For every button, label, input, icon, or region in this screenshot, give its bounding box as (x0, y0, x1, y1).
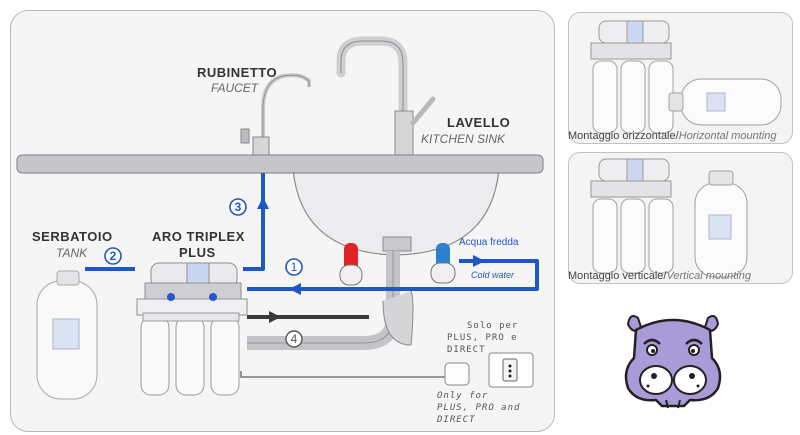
faucet-label: RUBINETTO (197, 65, 278, 80)
tank-icon (36, 270, 98, 400)
sink-faucet-icon (336, 36, 436, 156)
note-en-line2: PLUS, PRO and (437, 403, 521, 413)
system-name-line1: ARO TRIPLEX (152, 229, 245, 244)
faucet-icon (240, 73, 311, 156)
note-it-line3: DIRECT (447, 345, 486, 355)
step-1-label: 1 (290, 260, 298, 274)
sink-icon (247, 168, 500, 350)
horizontal-mounting-image (568, 12, 793, 144)
countertop (16, 154, 544, 174)
filter-system-icon (136, 262, 248, 396)
vertical-mounting-image (568, 152, 793, 284)
note-it-line1: Solo per (467, 321, 519, 331)
sink-label: LAVELLO (447, 115, 511, 130)
horizontal-mounting-caption: Montaggio orizzontale/Horizontal mountin… (568, 130, 777, 142)
step-3-label: 3 (234, 200, 242, 214)
note-it-line2: PLUS, PRO e (447, 333, 518, 343)
note-en-line1: Only for (437, 391, 489, 401)
cold-water-label-en: Cold water (471, 270, 515, 280)
installation-diagram: RUBINETTO FAUCET LAVELLO KITCHEN SINK SE… (10, 10, 555, 432)
cold-water-label: Acqua fredda (459, 237, 519, 248)
tank-label: SERBATOIO (32, 229, 113, 244)
step-2-label: 2 (109, 249, 117, 263)
vertical-mounting-caption: Montaggio verticale/Vertical mounting (568, 270, 752, 282)
system-name-line2: PLUS (179, 245, 216, 260)
power-plug-icon (444, 352, 534, 388)
diagram-drawing (16, 36, 544, 400)
tank-label-en: TANK (56, 246, 88, 260)
sink-label-en: KITCHEN SINK (421, 132, 506, 146)
mascot-icon (618, 308, 728, 412)
faucet-label-en: FAUCET (211, 81, 259, 95)
step-4-label: 4 (290, 332, 298, 346)
note-en-line3: DIRECT (437, 415, 476, 425)
